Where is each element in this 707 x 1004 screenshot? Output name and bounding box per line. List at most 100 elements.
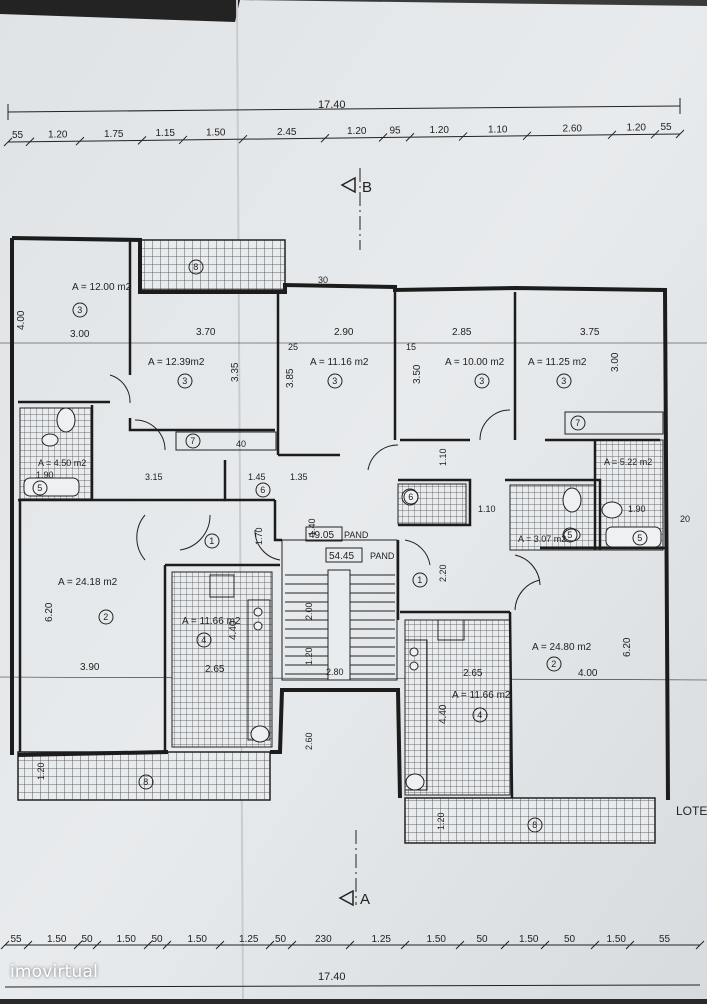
stair-level-2: 54.45 [329, 551, 354, 562]
room-number-circle [188, 259, 204, 275]
bottom-tick [455, 940, 465, 950]
room-number-circle [527, 817, 543, 833]
lote-label: LOTE [676, 804, 707, 818]
top-total-dim-line [7, 105, 681, 113]
top-chain-dim: 1.50 [206, 128, 226, 139]
bottom-chain-dim: 1.50 [188, 934, 208, 945]
room-number-circle [472, 707, 488, 723]
top-chain-dim: 2.60 [563, 123, 583, 134]
bottom-tick [0, 940, 10, 950]
bottom-chain-dim: 50 [564, 934, 576, 945]
bottom-tick [500, 940, 510, 950]
dim-170: 1.70 [254, 527, 264, 545]
top-tick [607, 130, 617, 140]
top-chain-dim: 1.20 [627, 123, 647, 134]
section-label-a: A [360, 891, 370, 908]
balcony-top [139, 239, 286, 291]
bottom-tick [287, 940, 297, 950]
room-number: 5 [37, 483, 42, 493]
room-area-bedroom-4: A = 10.00 m2 [445, 357, 505, 368]
exterior-walls [10, 236, 670, 801]
dim-25: 25 [288, 342, 298, 352]
room-area-bedroom-2: A = 12.39m2 [148, 357, 205, 368]
bottom-tick [215, 940, 225, 950]
top-chain-dim: 1.75 [104, 129, 124, 140]
room-number: 8 [143, 777, 148, 787]
kitchen-right-floor [404, 619, 511, 796]
room-number-circle [556, 373, 572, 389]
room-number: 3 [182, 376, 187, 386]
room-number-circle [255, 482, 271, 498]
room-number: 7 [575, 418, 580, 428]
bottom-tick [540, 940, 550, 950]
bottom-tick [590, 940, 600, 950]
bottom-chain-dim: 1.50 [607, 934, 627, 945]
bottom-tick [73, 940, 83, 950]
dim-190-left: 1.90 [36, 470, 54, 480]
room-number-circle [138, 774, 154, 790]
bottom-chain-dim: 50 [82, 934, 94, 945]
top-tick [458, 132, 468, 141]
room-number: 3 [561, 376, 566, 386]
total-dim-top: 17.40 [318, 99, 346, 111]
room-number: 8 [532, 820, 537, 830]
room-width-bedroom-2: 3.70 [196, 327, 216, 338]
room-number-circle [474, 373, 490, 389]
stair-pand-2: PAND [370, 551, 395, 561]
room-area-kitchen-left: A = 11.66 m2 [182, 616, 241, 627]
bottom-tick [625, 940, 635, 950]
room-number-circle [632, 530, 648, 546]
room-number-circle [98, 609, 114, 625]
room-area-kitchen-right: A = 11.66 m2 [452, 690, 511, 701]
top-chain-dim: 55 [661, 122, 673, 133]
bottom-tick [23, 940, 33, 950]
room-number-circle [177, 373, 193, 389]
bath-area-center: A = 3.07 m2 [518, 534, 566, 544]
bottom-chain-dim: 50 [152, 934, 164, 945]
interior-walls [18, 240, 665, 799]
room-width-bedroom-1: 3.00 [70, 329, 90, 340]
room-number: 2 [551, 659, 556, 669]
room-width-bedroom-4: 2.85 [452, 327, 472, 338]
dim-120-balcony-right: 1.20 [436, 812, 446, 830]
top-tick [405, 132, 415, 142]
room-area-bedroom-5: A = 11.25 m2 [528, 357, 587, 368]
room-number: 4 [477, 710, 482, 720]
bottom-tick [265, 940, 275, 950]
room-number-circle [196, 632, 212, 648]
room-number-circle [204, 533, 220, 549]
top-tick [378, 133, 388, 142]
top-tick [75, 136, 85, 146]
bottom-total-dim-line [4, 984, 701, 988]
top-tick [238, 134, 248, 144]
room-height-bedroom-5: 3.00 [610, 352, 621, 372]
room-number-circle [185, 433, 201, 449]
room-area-living-right: A = 24.80 m2 [532, 642, 592, 653]
dim-15: 15 [406, 342, 416, 352]
dim-315: 3.15 [145, 472, 163, 482]
top-tick [320, 133, 330, 143]
room-number-circle [403, 489, 419, 505]
room-width-bedroom-3: 2.90 [334, 327, 354, 338]
room-width-kitchen-right: 2.65 [463, 668, 483, 679]
bath-area-right: A = 5.22 m2 [604, 457, 652, 467]
dim-280: 2.80 [326, 667, 344, 677]
dim-120-stair: 1.20 [304, 647, 314, 665]
dim-220: 2.20 [438, 564, 448, 582]
room-number: 3 [332, 376, 337, 386]
stair [281, 539, 398, 681]
stair-level-1: 49.05 [309, 530, 334, 541]
bottom-chain-dim: 1.25 [372, 934, 392, 945]
fixtures [23, 407, 664, 791]
balcony-bottom-left [17, 751, 271, 801]
room-height-living-right: 6.20 [622, 637, 633, 657]
room-number-circle [327, 373, 343, 389]
dim-135: 1.35 [290, 472, 308, 482]
total-dim-bottom: 17.40 [318, 971, 346, 983]
top-chain-dim: 55 [12, 130, 24, 141]
room-number-circle [32, 480, 48, 496]
dim-30: 30 [318, 275, 328, 285]
kitchen-left-floor [171, 571, 273, 748]
top-tick [3, 137, 13, 147]
bottom-tick [400, 940, 410, 950]
